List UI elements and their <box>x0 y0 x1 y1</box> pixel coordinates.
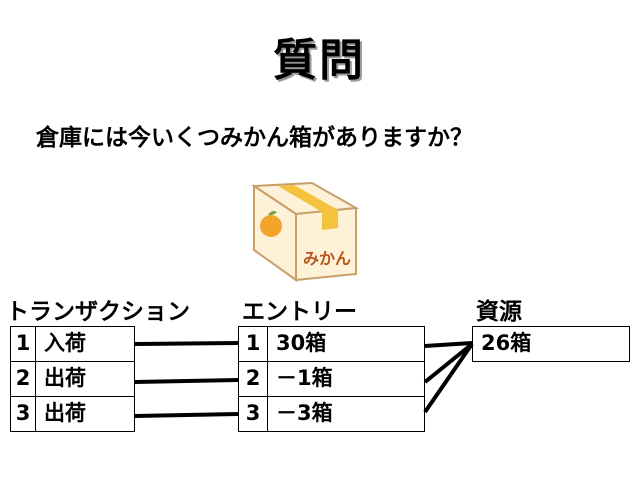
mikan-box-illustration: みかん <box>250 181 360 282</box>
resource-value: 26箱 <box>472 326 630 362</box>
box-label: みかん <box>303 249 351 268</box>
connector-transaction-1-entry-1 <box>134 341 239 346</box>
transaction-num: 3 <box>10 396 36 432</box>
connector-transaction-2-entry-2 <box>134 378 239 384</box>
connector-entry-2-resource <box>423 342 474 384</box>
connector-transaction-3-entry-3 <box>134 412 239 418</box>
transaction-label: 出荷 <box>35 361 135 397</box>
orange-icon <box>260 215 282 237</box>
transaction-num: 1 <box>10 326 36 362</box>
connector-entry-3-resource <box>423 342 474 414</box>
transaction-num: 2 <box>10 361 36 397</box>
entry-num: 2 <box>238 361 268 397</box>
title: 質問 <box>273 35 365 86</box>
connector-entry-1-resource <box>424 341 473 348</box>
box-tape-side <box>322 210 338 230</box>
transaction-label: 入荷 <box>35 326 135 362</box>
entry-num: 3 <box>238 396 268 432</box>
transactions-header: トランザクション <box>6 299 190 325</box>
entry-num: 1 <box>238 326 268 362</box>
transaction-label: 出荷 <box>35 396 135 432</box>
entry-value: －3箱 <box>267 396 425 432</box>
question-text: 倉庫には今いくつみかん箱がありますか？ <box>36 125 473 151</box>
entry-value: －1箱 <box>267 361 425 397</box>
entries-header: エントリー <box>242 299 357 325</box>
resource-header: 資源 <box>476 299 522 325</box>
orange-leaf-icon <box>268 211 277 216</box>
box-tape <box>278 185 338 212</box>
